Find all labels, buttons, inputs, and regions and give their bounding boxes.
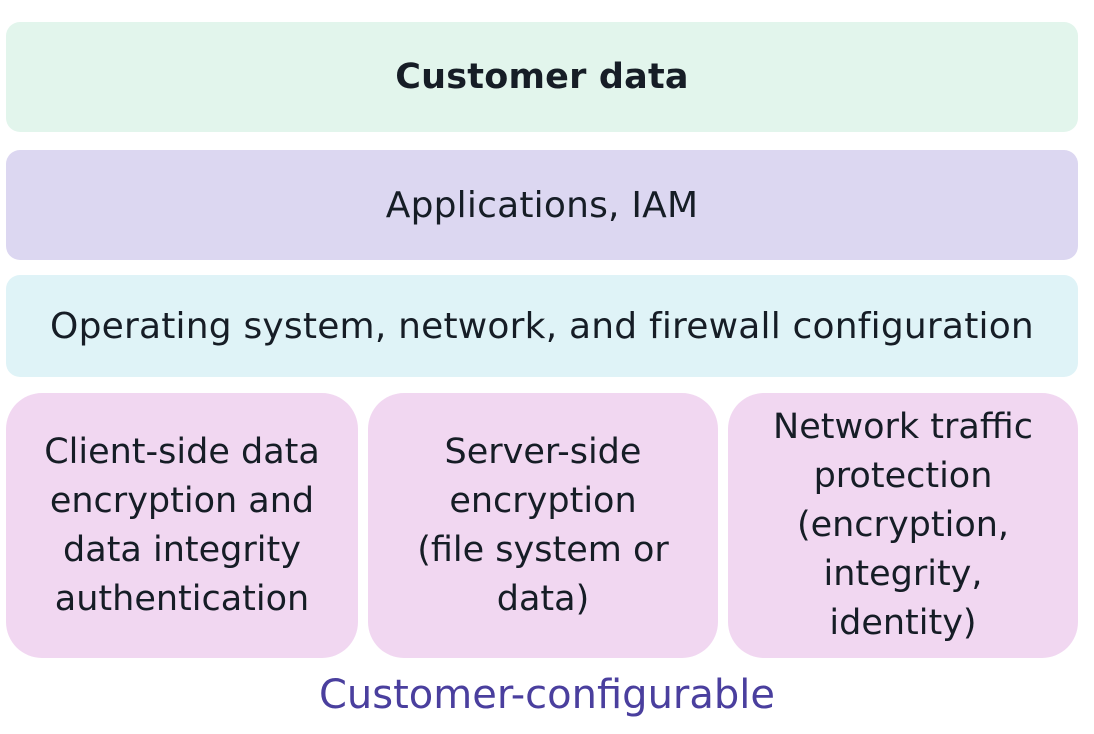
box-line: encryption	[449, 480, 637, 521]
box-line: authentication	[54, 578, 310, 619]
customer-configurable-label: Customer-configurable	[319, 672, 775, 718]
box-line: identity)	[829, 603, 977, 643]
customer-data-label: Customer data	[395, 57, 689, 97]
server-side-encryption-box: Server-side encryption (file system or d…	[368, 393, 718, 658]
box-line: Server-side	[444, 431, 642, 472]
box-line: Network traffic	[773, 407, 1033, 447]
box-line: Client-side data	[44, 431, 320, 472]
box-line: protection	[813, 456, 993, 496]
applications-iam-label: Applications, IAM	[385, 184, 699, 226]
os-network-firewall-layer: Operating system, network, and firewall …	[6, 275, 1078, 377]
box-line: data integrity	[63, 529, 301, 570]
box-line: integrity,	[823, 554, 983, 594]
os-network-firewall-label: Operating system, network, and firewall …	[50, 305, 1034, 347]
applications-iam-layer: Applications, IAM	[6, 150, 1078, 260]
box-line: (encryption,	[796, 505, 1010, 545]
network-traffic-protection-text: Network traffic protection (encryption, …	[773, 403, 1033, 648]
client-side-encryption-box: Client-side data encryption and data int…	[6, 393, 358, 658]
box-line: (file system or	[417, 529, 669, 570]
client-side-encryption-text: Client-side data encryption and data int…	[44, 428, 320, 624]
customer-data-layer: Customer data	[6, 22, 1078, 132]
server-side-encryption-text: Server-side encryption (file system or d…	[417, 428, 669, 624]
box-line: data)	[496, 578, 590, 619]
network-traffic-protection-box: Network traffic protection (encryption, …	[728, 393, 1078, 658]
box-line: encryption and	[49, 480, 315, 521]
